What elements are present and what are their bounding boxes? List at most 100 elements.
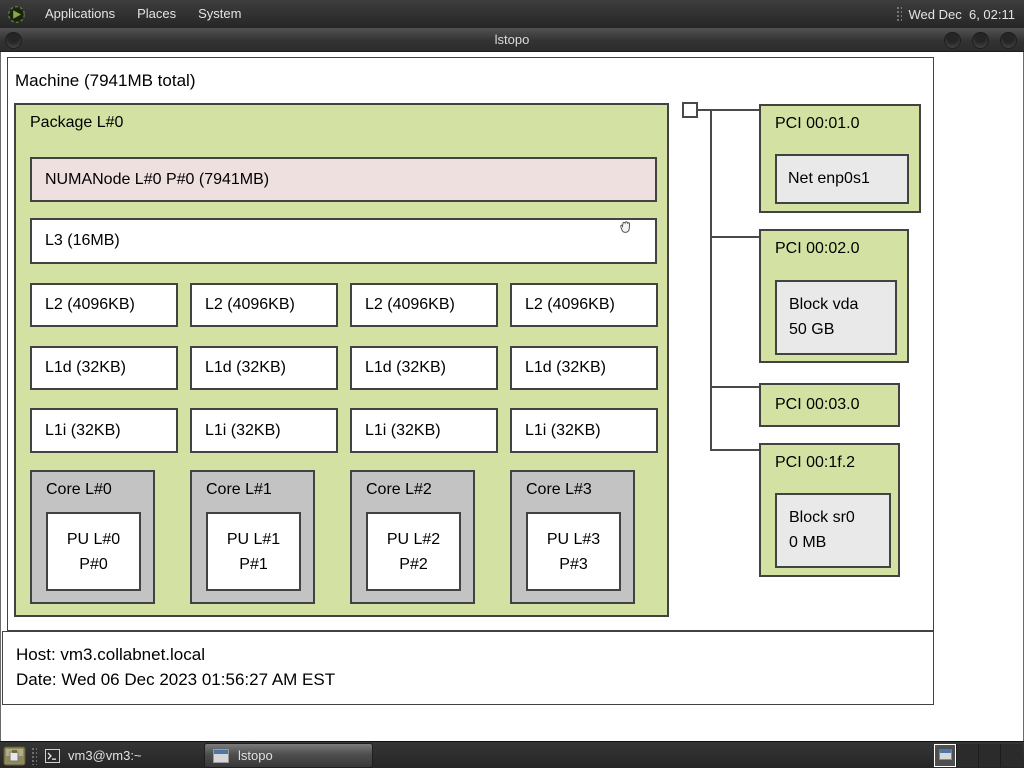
l1i-cache-label: L1i (32KB) — [205, 421, 281, 439]
legend-host: Host: vm3.collabnet.local — [16, 645, 205, 664]
file-cabinet-icon[interactable] — [3, 743, 26, 768]
pu-box: PU L#0 P#0 — [46, 512, 141, 591]
task-label: lstopo — [238, 748, 273, 763]
bottom-panel: vm3@vm3:~ lstopo — [0, 741, 1024, 768]
l1d-cache-box: L1d (32KB) — [350, 346, 498, 390]
pci-connector-line — [710, 236, 759, 238]
pu-box: PU L#3 P#3 — [526, 512, 621, 591]
l1d-cache-label: L1d (32KB) — [365, 359, 446, 376]
pci-label: PCI 00:01.0 — [775, 115, 860, 132]
l1d-cache-label: L1d (32KB) — [525, 359, 606, 376]
pu-plabel: P#0 — [79, 555, 108, 573]
l2-cache-label: L2 (4096KB) — [45, 296, 135, 313]
pci-box-00-01-0: PCI 00:01.0 Net enp0s1 — [759, 104, 921, 213]
task-button-lstopo-active[interactable]: lstopo — [204, 743, 373, 768]
minimize-button[interactable] — [944, 32, 961, 49]
mouse-cursor-grab-icon — [620, 221, 631, 233]
pu-label: PU L#2 — [386, 530, 441, 548]
l3-cache-label: L3 (16MB) — [45, 232, 120, 249]
lstopo-window-icon — [213, 748, 229, 763]
hostbridge-box — [682, 102, 698, 118]
block-device-size: 0 MB — [789, 534, 827, 551]
pci-label: PCI 00:1f.2 — [775, 454, 856, 471]
maximize-button[interactable] — [972, 32, 989, 49]
pci-trunk-line — [710, 109, 712, 451]
block-device-label: Block sr0 — [789, 509, 855, 526]
block-device-size: 50 GB — [789, 321, 835, 338]
menu-system[interactable]: System — [198, 6, 242, 21]
l1i-cache-label: L1i (32KB) — [365, 421, 441, 439]
window-menu-button[interactable] — [5, 32, 22, 49]
menu-places[interactable]: Places — [137, 6, 177, 21]
pu-plabel: P#1 — [239, 555, 268, 573]
workspace-window-icon — [939, 749, 952, 760]
l2-cache-label: L2 (4096KB) — [205, 296, 295, 313]
pu-label: PU L#3 — [546, 530, 601, 548]
pu-plabel: P#2 — [399, 555, 428, 573]
clock[interactable]: Wed Dec 6, 02:11 — [908, 6, 1015, 22]
terminal-icon — [45, 748, 60, 763]
l1i-cache-label: L1i (32KB) — [45, 421, 121, 439]
l1i-cache-box: L1i (32KB) — [350, 408, 498, 453]
block-device-box: Block vda 50 GB — [775, 280, 897, 355]
close-button[interactable] — [1000, 32, 1017, 49]
machine-label: Machine (7941MB total) — [15, 71, 196, 90]
task-label: vm3@vm3:~ — [68, 748, 142, 763]
pci-box-00-1f-2: PCI 00:1f.2 Block sr0 0 MB — [759, 443, 900, 577]
menu-applications[interactable]: Applications — [45, 6, 116, 21]
core-box: Core L#3 PU L#3 P#3 — [510, 470, 635, 604]
l1i-cache-box: L1i (32KB) — [510, 408, 658, 453]
numanode-label: NUMANode L#0 P#0 (7941MB) — [45, 170, 270, 188]
workspace-4[interactable] — [1000, 744, 1022, 767]
workspace-switcher — [934, 744, 1022, 767]
pci-connector-line — [698, 109, 759, 111]
net-device-label: Net enp0s1 — [788, 170, 870, 187]
taskbar-drag-handle-icon[interactable] — [31, 747, 37, 765]
core-box: Core L#1 PU L#1 P#1 — [190, 470, 315, 604]
pu-box: PU L#2 P#2 — [366, 512, 461, 591]
numanode-box: NUMANode L#0 P#0 (7941MB) — [30, 157, 657, 202]
task-button-terminal[interactable]: vm3@vm3:~ — [42, 743, 202, 768]
block-device-box: Block sr0 0 MB — [775, 493, 891, 568]
core-label: Core L#2 — [366, 481, 432, 498]
top-panel: Applications Places System Wed Dec 6, 02… — [0, 0, 1024, 28]
window-titlebar[interactable]: lstopo — [0, 28, 1024, 52]
l1d-cache-box: L1d (32KB) — [190, 346, 338, 390]
pci-box-00-02-0: PCI 00:02.0 Block vda 50 GB — [759, 229, 909, 363]
core-label: Core L#3 — [526, 481, 592, 498]
pci-connector-line — [710, 449, 759, 451]
l1d-cache-box: L1d (32KB) — [30, 346, 178, 390]
l1d-cache-label: L1d (32KB) — [45, 359, 126, 376]
distro-menu-icon[interactable] — [7, 5, 26, 24]
l2-cache-box: L2 (4096KB) — [30, 283, 178, 327]
l2-cache-box: L2 (4096KB) — [190, 283, 338, 327]
l2-cache-box: L2 (4096KB) — [510, 283, 658, 327]
package-box: Package L#0 NUMANode L#0 P#0 (7941MB) L3… — [14, 103, 669, 617]
l1d-cache-label: L1d (32KB) — [205, 359, 286, 376]
workspace-2[interactable] — [956, 744, 978, 767]
pci-label: PCI 00:02.0 — [775, 240, 860, 257]
pci-label: PCI 00:03.0 — [775, 396, 860, 413]
l2-cache-box: L2 (4096KB) — [350, 283, 498, 327]
pu-label: PU L#1 — [226, 530, 281, 548]
block-device-label: Block vda — [789, 296, 859, 313]
l2-cache-label: L2 (4096KB) — [525, 296, 615, 313]
pci-connector-line — [710, 386, 759, 388]
l1i-cache-box: L1i (32KB) — [30, 408, 178, 453]
core-label: Core L#0 — [46, 481, 112, 498]
core-label: Core L#1 — [206, 481, 272, 498]
workspace-3[interactable] — [978, 744, 1000, 767]
l1i-cache-label: L1i (32KB) — [525, 421, 601, 439]
lstopo-canvas: Machine (7941MB total) Package L#0 NUMAN… — [0, 52, 1024, 741]
core-box: Core L#2 PU L#2 P#2 — [350, 470, 475, 604]
pci-box-00-03-0: PCI 00:03.0 — [759, 383, 900, 427]
l1d-cache-box: L1d (32KB) — [510, 346, 658, 390]
panel-drag-handle-icon[interactable] — [895, 6, 902, 22]
pu-label: PU L#0 — [66, 530, 121, 548]
net-device-box: Net enp0s1 — [775, 154, 909, 204]
workspace-1-active[interactable] — [934, 744, 956, 767]
pu-box: PU L#1 P#1 — [206, 512, 301, 591]
legend-box: Host: vm3.collabnet.local Date: Wed 06 D… — [2, 631, 934, 705]
pu-plabel: P#3 — [559, 555, 588, 573]
